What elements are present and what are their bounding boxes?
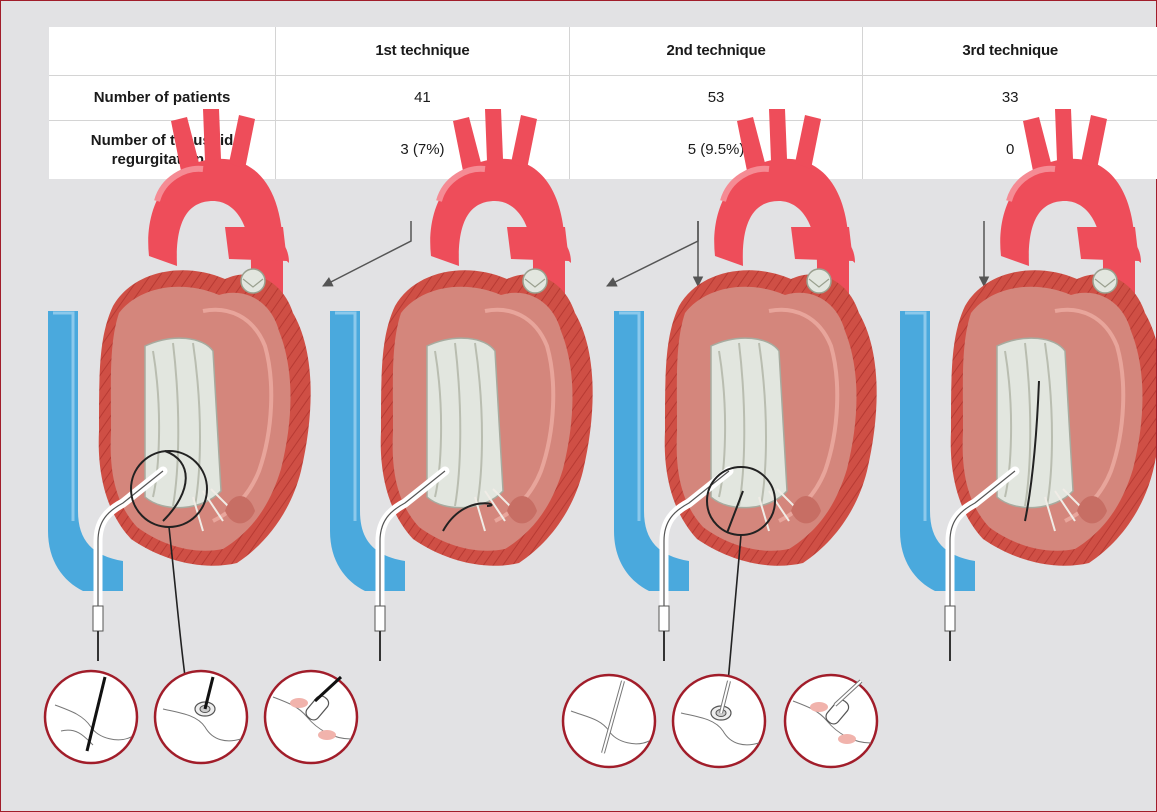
inset-detail-6 <box>785 675 877 767</box>
inset-detail-1 <box>45 671 137 763</box>
heart-illustration-1a <box>48 109 311 661</box>
inset-group-technique-1 <box>45 671 357 763</box>
arrow-technique-2a <box>607 221 698 286</box>
inset-detail-5 <box>673 675 765 767</box>
heart-illustration-1b <box>330 109 593 661</box>
arrow-technique-1 <box>323 221 411 286</box>
inset-detail-2 <box>155 671 247 763</box>
inset-detail-4 <box>563 675 655 767</box>
heart-illustration-2 <box>614 109 877 661</box>
inset-detail-3 <box>265 671 357 763</box>
magnifier-arrow-2 <box>727 535 741 694</box>
heart-illustration-3 <box>900 109 1156 661</box>
inset-group-technique-2 <box>563 675 877 767</box>
